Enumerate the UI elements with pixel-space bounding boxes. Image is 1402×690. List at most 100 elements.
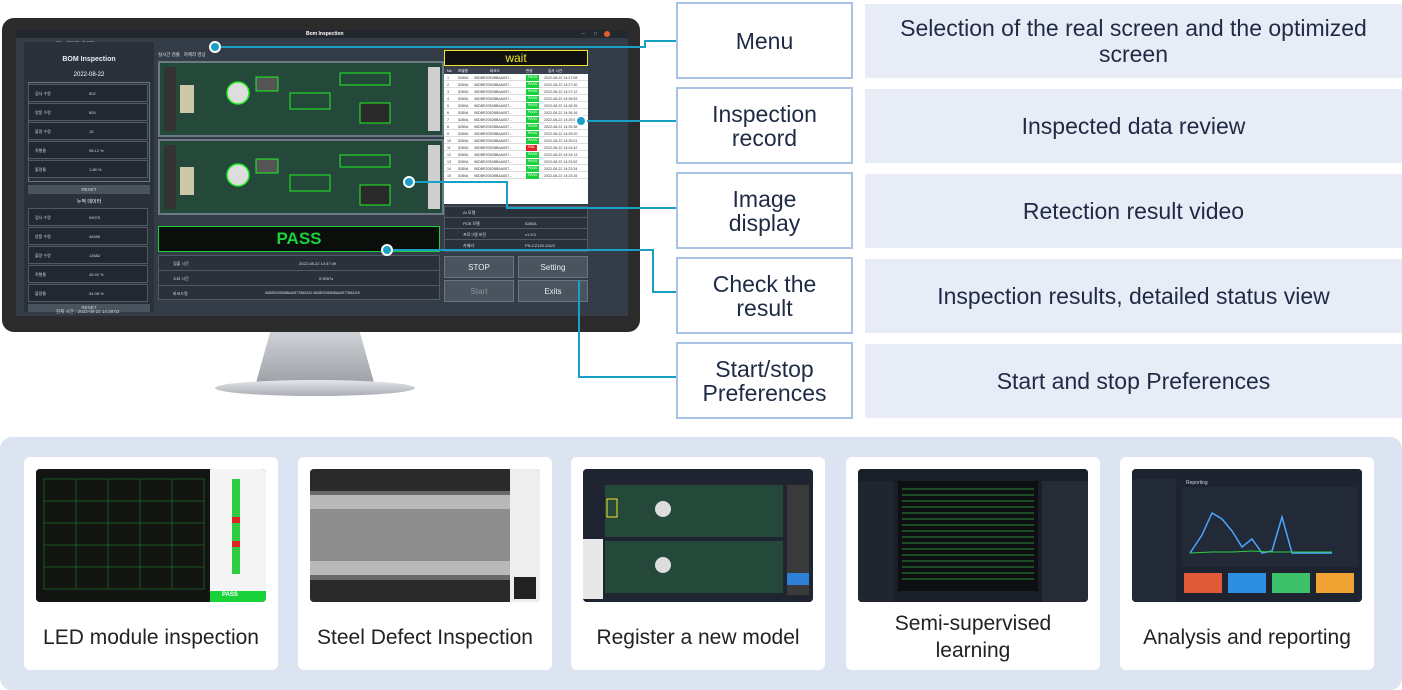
app-card-analysis[interactable]: Reporting Analysis and reporting	[1120, 457, 1374, 670]
tab-live-detection[interactable]: 실시간 검출	[158, 52, 180, 57]
steel-thumbnail	[310, 469, 540, 602]
table-cell-result: PASS	[526, 109, 540, 116]
pcb-image-bottom	[158, 139, 444, 215]
connector-line	[578, 280, 580, 378]
stop-button[interactable]: STOP	[444, 256, 514, 278]
table-cell-result: PASS	[526, 88, 540, 95]
table-cell-no: 9	[447, 131, 449, 136]
monitor: Bom Inspection – □ 메뉴 데이터 도움말 BOM Inspec…	[2, 18, 640, 332]
table-cell-barcode: 06DBR2052BBAA057...	[474, 110, 513, 115]
table-cell-result: PASS	[526, 81, 540, 88]
table-cell-no: 13	[447, 159, 451, 164]
table-cell-barcode: 06DBR2052BBAA057...	[474, 145, 513, 150]
led-thumbnail: PASS	[36, 469, 266, 602]
table-cell-no: 12	[447, 152, 451, 157]
table-cell-model: 5280A	[458, 96, 469, 101]
monitor-base	[215, 380, 415, 396]
start-button[interactable]: Start	[444, 280, 514, 302]
exits-button[interactable]: Exits	[518, 280, 588, 302]
table-cell-no: 2	[447, 82, 449, 87]
table-cell-model: 5280A	[458, 82, 469, 87]
table-cell-time: 2022-08-22 14:23:52	[544, 159, 578, 164]
table-cell-no: 15	[447, 173, 451, 178]
connector-line	[506, 181, 508, 209]
setting-button[interactable]: Setting	[518, 256, 588, 278]
table-cell-no: 5	[447, 103, 449, 108]
table-cell-result: PASS	[526, 130, 540, 137]
table-cell-barcode: 06DBR2052BBAA057...	[474, 124, 513, 129]
table-cell-time: 2022-08-22 14:24:13	[544, 152, 578, 157]
table-cell-barcode: 06DBR2052BBAA057...	[474, 89, 513, 94]
table-header: No 모델명 바코드 판정 검사 시간	[444, 68, 588, 74]
app-title: BOM Inspection	[62, 56, 116, 63]
table-cell-result: PASS	[526, 95, 540, 102]
tab-camera-image[interactable]: 카메라 영상	[183, 52, 206, 57]
app-card-steel[interactable]: Steel Defect Inspection	[298, 457, 552, 670]
table-cell-model: 5280A	[458, 117, 469, 122]
app-label-register: Register a new model	[596, 625, 800, 649]
app-card-led[interactable]: PASS LED module inspection	[24, 457, 278, 670]
close-icon[interactable]	[604, 31, 610, 37]
table-cell-barcode: 06DBR2052BBAA057...	[474, 173, 513, 178]
table-cell-no: 7	[447, 117, 449, 122]
table-cell-barcode: 06DBR2052BBAA057...	[474, 159, 513, 164]
pcb-board-graphic	[160, 141, 442, 213]
feature-label-image: Image display	[676, 172, 853, 249]
menu-marker-dot	[209, 41, 221, 53]
table-cell-time: 2022-08-22 14:27:08	[544, 75, 578, 80]
info-row: AI 모델	[445, 207, 587, 218]
feature-label-menu: Menu	[676, 2, 853, 79]
table-cell-model: 5280A	[458, 159, 469, 164]
app-label-led: LED module inspection	[43, 625, 259, 649]
app-card-register[interactable]: Register a new model	[571, 457, 825, 670]
reset-cumulative-button[interactable]: RESET	[28, 304, 150, 312]
semi-terminal-graphic	[858, 469, 1088, 602]
table-cell-time: 2022-08-22 14:27:12	[544, 89, 578, 94]
image-marker-dot	[403, 176, 415, 188]
connector-line	[652, 291, 676, 293]
led-grid-graphic	[36, 469, 266, 602]
connector-line	[644, 40, 676, 42]
table-cell-model: 5280A	[458, 103, 469, 108]
maximize-icon[interactable]: □	[594, 31, 598, 37]
table-cell-model: 5280A	[458, 89, 469, 94]
app-card-semi[interactable]: Semi-supervised learning	[846, 457, 1100, 670]
date-label: 2022-08-22	[73, 72, 105, 78]
minimize-icon[interactable]: –	[582, 31, 585, 37]
register-pcb-graphic	[583, 469, 813, 602]
connector-line	[644, 40, 646, 48]
table-cell-model: 5280A	[458, 173, 469, 178]
col-header: No	[447, 69, 452, 73]
feature-desc-image: Retection result video	[865, 174, 1402, 248]
app-label-semi: Semi-supervised learning	[894, 612, 1052, 662]
reset-button[interactable]: RESET	[28, 185, 150, 194]
table-cell-no: 4	[447, 96, 449, 101]
table-cell-time: 2022-08-22 14:25:38	[544, 124, 578, 129]
table-cell-time: 2022-08-22 14:23:34	[544, 166, 578, 171]
table-cell-time: 2022-08-22 14:24:42	[544, 145, 578, 150]
table-cell-barcode: 06DBR2052BBAA057...	[474, 131, 513, 136]
analysis-thumbnail: Reporting	[1132, 469, 1362, 602]
table-cell-no: 14	[447, 166, 451, 171]
